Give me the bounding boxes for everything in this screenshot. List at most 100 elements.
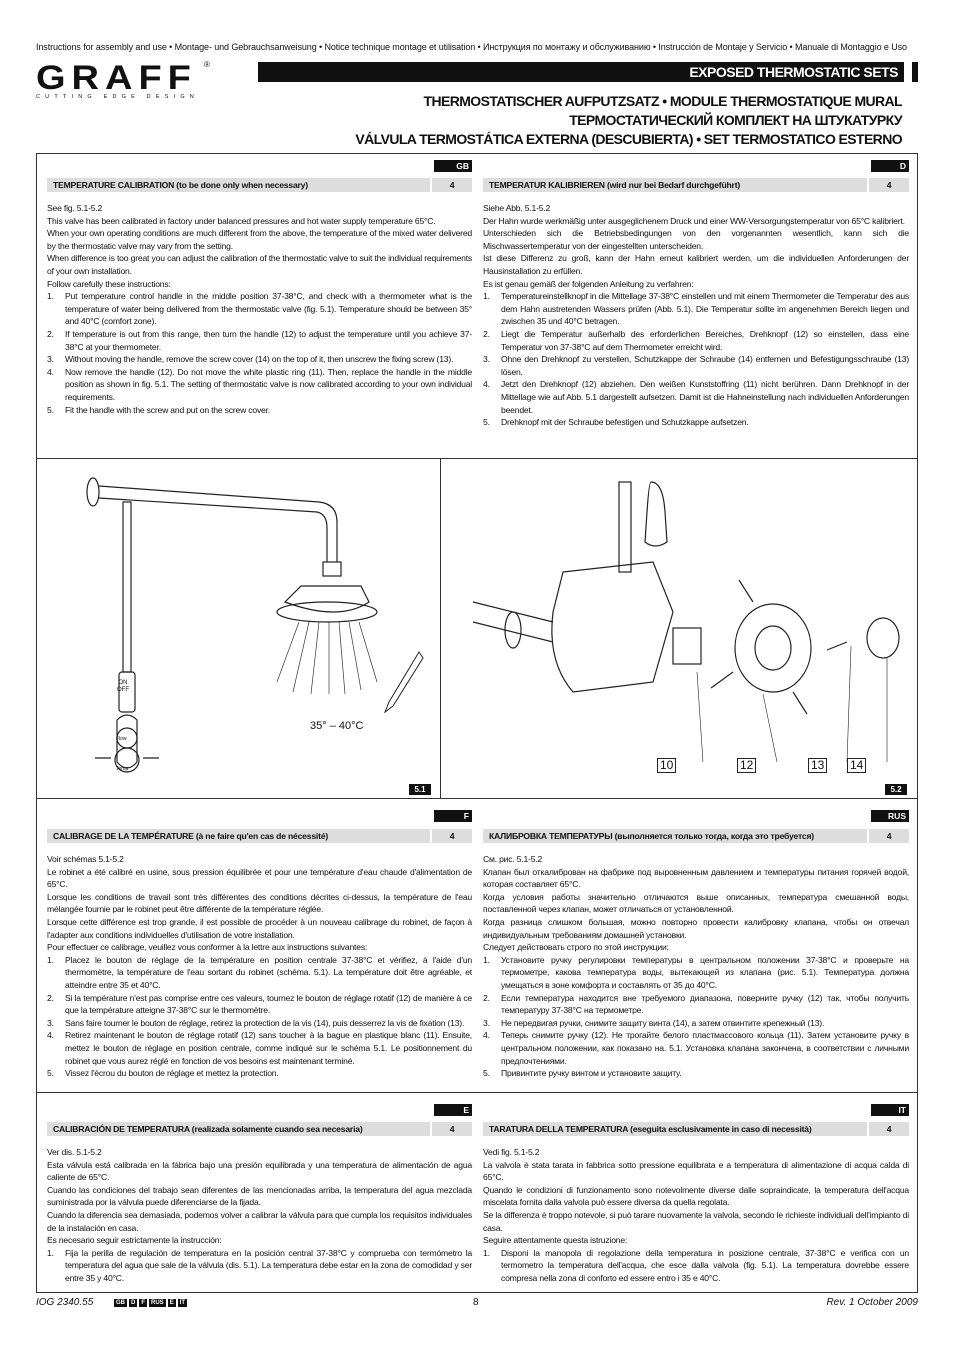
e-intro-line: Cuando la diferencia sea demasiada, pode… [47,1209,472,1233]
on-off-label: ON OFF [117,680,129,694]
diverter-handle [644,481,668,547]
f-intro-line: Pour effectuer ce calibrage, veuillez vo… [47,942,368,953]
d-steps: 1.Temperatureinstellknopf in die Mittell… [483,290,909,429]
d-step-text: Temperatureinstellknopf in die Mittellag… [501,291,909,327]
part-12: 12 [737,758,757,773]
d-step-number: 5. [483,417,490,428]
rus-tag: RUS [871,810,909,822]
e-intro-line: Esta válvula está calibrada en la fábric… [47,1159,472,1183]
shower-head-rim [276,601,378,623]
temp-range-label: 35° – 40°C [310,720,364,732]
document-titles: THERMOSTATISCHER AUFPUTZSATZ • MODULE TH… [355,92,902,149]
d-heading: TEMPERATUR KALIBRIEREN (wird nur bei Bed… [483,178,909,192]
shower-arm-bottom [98,497,328,562]
divider-top [37,458,917,459]
f-step-number: 5. [47,1068,54,1079]
gb-step-text: Without moving the handle, remove the sc… [65,354,454,365]
gb-step-number: 5. [47,404,54,415]
figure-5-1-shower [86,477,424,773]
e-step-number: 1. [47,1247,54,1258]
diverter [118,671,136,713]
d-intro-line: Es ist genau gemäß der folgenden Anleitu… [483,278,694,289]
wall-flange [86,477,100,507]
figure-5-1-tag: 5.1 [409,784,431,795]
title-line-1: THERMOSTATISCHER AUFPUTZSATZ • MODULE TH… [423,93,903,109]
rus-step-text: Установите ручку регулировки температуры… [501,954,909,990]
gb-heading-num: 4 [430,178,472,192]
logo-tagline: CUTTING EDGE DESIGN [36,94,199,100]
gb-step: 1.Put temperature control handle in the … [47,290,472,328]
rus-step-number: 3. [483,1017,490,1028]
gb-step: 3. Without moving the handle, remove the … [47,353,472,366]
divider-figures [440,458,441,798]
f-step-number: 2. [47,992,54,1003]
valve-body [116,714,138,769]
f-heading: CALIBRAGE DE LA TEMPÉRATURE (à ne faire … [47,829,472,843]
leader-lines [696,645,888,763]
handle-ring [734,603,812,693]
gb-step: 2.If temperature is out from this range,… [47,328,472,353]
f-step: 3.Sans faire tourner le bouton de réglag… [47,1017,472,1030]
figure-5-2-exploded-valve [472,481,900,763]
e-tag: E [434,1104,472,1116]
f-intro-line: Lorsque cette différence est trop grande… [47,916,472,940]
d-intro-line: Der Hahn wurde werkmäßig unter ausgeglic… [483,215,905,226]
rus-step: 2.Если температура находится вне требуем… [483,992,909,1017]
d-step: 4.Jetzt den Drehknopf (12) abziehen. Den… [483,378,909,416]
d-step: 5.Drehknopf mit der Schraube befestigen … [483,416,909,429]
f-step-text: Si la température n'est pas comprise ent… [65,992,472,1016]
riser-pipe [122,501,132,673]
d-step-text: Jetzt den Drehknopf (12) abziehen. Den w… [501,379,909,415]
f-step: 2. Si la température n'est pas comprise e… [47,992,472,1017]
footer-page-number: 8 [473,1297,479,1308]
rus-intro-line: Клапан был откалиброван на фабрике под в… [483,866,909,890]
rus-step-number: 2. [483,992,490,1003]
rus-step: 4.Теперь снимите ручку (12). Не трогайте… [483,1029,909,1067]
rus-heading: КАЛИБРОВКА ТЕМПЕРАТУРЫ (выполняется толь… [483,829,909,843]
rus-intro-line: Когда разница слишком большая, можно пов… [483,916,909,940]
part-13: 13 [808,758,828,773]
gb-step-text: Fit the handle with the screw and put on… [65,404,270,415]
footer-lang-tag: F [139,1299,148,1308]
graff-logo: GRAFF ® CUTTING EDGE DESIGN [36,60,210,100]
footer-code: IOG 2340.55 [36,1297,94,1308]
rus-intro-line: См. рис. 5.1-5.2 [483,854,543,864]
gb-step-number: 4. [47,366,54,377]
gb-step-number: 3. [47,354,54,365]
d-tag: D [871,160,909,172]
temp-label: Temp [116,766,129,772]
d-step-text: Liegt die Temperatur außerhalb des erfor… [501,328,909,352]
rus-step-number: 5. [483,1068,490,1079]
it-heading-num: 4 [867,1122,909,1136]
valve-housing [551,561,674,693]
f-step-text: Retirez maintenant le bouton de réglage … [65,1030,472,1066]
rus-heading-text: КАЛИБРОВКА ТЕМПЕРАТУРЫ (выполняется толь… [489,831,814,841]
it-intro-line: La valvola è stata tarata in fabbrica so… [483,1159,909,1183]
footer-lang-tag: D [129,1299,138,1308]
f-step-text: Placez le bouton de réglage de la tempér… [65,954,472,990]
d-intro-line: Unterschieden sich die Betriebsbedingung… [483,228,909,251]
rus-step: 5.Привинтите ручку винтом и установите з… [483,1067,909,1080]
it-intro-line: Se la differenza è troppo notevole, si p… [483,1209,909,1233]
footer-lang-tag: GB [114,1299,127,1308]
f-intro-line: Lorsque les conditions de travail sont t… [47,891,472,915]
d-step: 3.Ohne den Drehknopf zu verstellen, Schu… [483,353,909,378]
shower-joint [322,561,342,577]
f-tag: F [434,810,472,822]
thermometer-icon [383,651,424,714]
logo-registered: ® [204,60,210,69]
shower-arm-top [98,485,338,562]
f-steps: 1.Placez le bouton de réglage de la temp… [47,954,472,1080]
shower-head-dome [283,585,370,613]
gb-step-number: 1. [47,291,54,302]
gb-intro-line: This valve has been calibrated in factor… [47,215,436,226]
gb-step: 4.Now remove the handle (12). Do not mov… [47,366,472,404]
it-step-number: 1. [483,1247,490,1258]
gb-intro-line: When your own operating conditions are m… [47,228,472,251]
it-step-text: Disponi la manopola di regolazione della… [501,1247,909,1283]
